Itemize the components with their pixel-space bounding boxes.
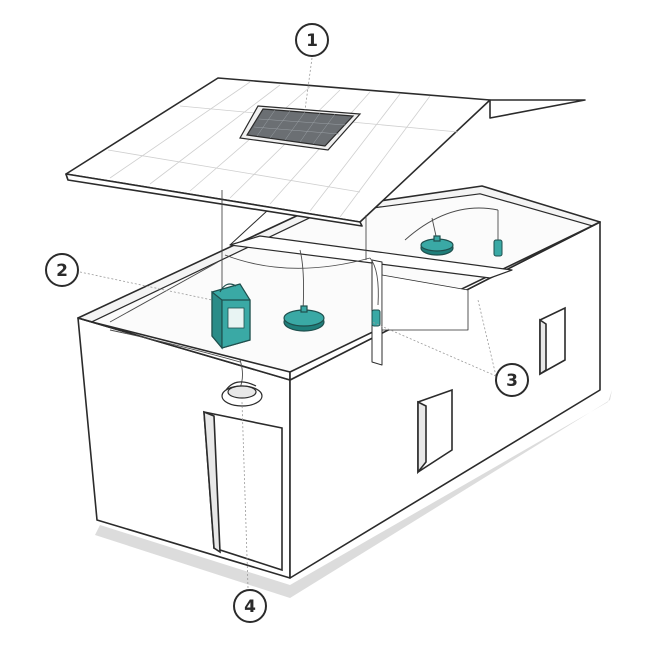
ground-shadow [95,390,612,598]
pendant-light-back [420,235,454,256]
wiring [109,190,499,389]
callout-3-label: 3 [506,371,518,391]
roof-right [489,99,586,119]
callout-2-label: 2 [56,261,68,281]
leader-lines [79,57,497,589]
callout-3: 3 [495,363,529,397]
callout-4: 4 [233,589,267,623]
callout-2: 2 [45,253,79,287]
front-door [203,410,283,572]
callout-1-label: 1 [306,31,318,51]
callout-1: 1 [295,23,329,57]
inner-doorway [381,274,469,331]
solar-panel [239,105,362,151]
pendant-light-main [283,305,325,332]
partition-wall [229,235,513,279]
battery-unit [211,283,251,350]
callout-4-label: 4 [244,597,256,617]
switch-back [493,239,503,257]
outdoor-light [221,381,263,407]
roof [65,77,586,227]
switch-main [371,309,381,327]
right-windows [417,306,566,475]
